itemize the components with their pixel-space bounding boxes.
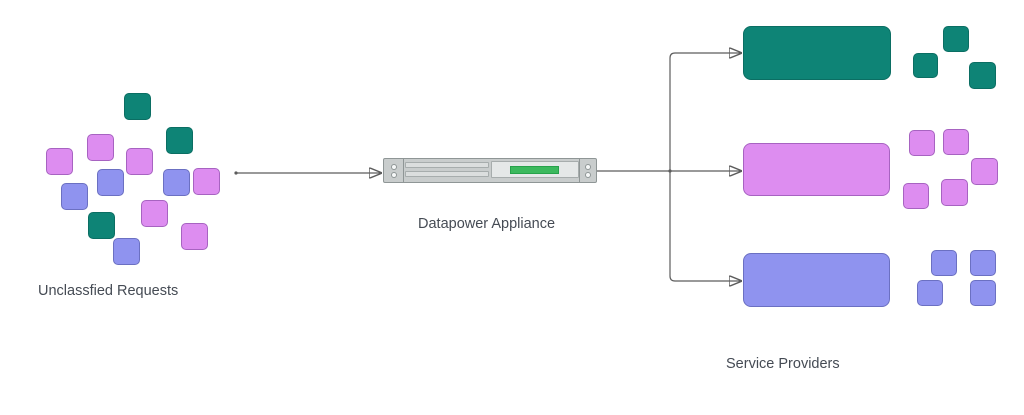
provider-square-teal bbox=[969, 62, 996, 89]
request-square-blue bbox=[61, 183, 88, 210]
edge-branch-to-teal-provider bbox=[669, 53, 741, 171]
request-square-violet bbox=[181, 223, 208, 250]
appliance-right-cap bbox=[579, 159, 596, 182]
provider-square-blue bbox=[931, 250, 957, 276]
appliance-drive-slot bbox=[405, 171, 489, 177]
appliance-front-panel bbox=[491, 161, 579, 178]
request-square-teal bbox=[124, 93, 151, 120]
appliance-left-cap bbox=[384, 159, 404, 182]
provider-square-violet bbox=[909, 130, 935, 156]
request-square-teal bbox=[88, 212, 115, 239]
appliance-screw-icon bbox=[585, 163, 591, 170]
appliance-label: Datapower Appliance bbox=[418, 216, 556, 232]
provider-block-blue bbox=[743, 253, 890, 307]
request-square-violet bbox=[87, 134, 114, 161]
provider-square-blue bbox=[970, 250, 996, 276]
provider-square-violet bbox=[941, 179, 968, 206]
appliance-screw-icon bbox=[390, 171, 397, 178]
appliance-screw-icon bbox=[585, 171, 591, 178]
request-square-violet bbox=[46, 148, 73, 175]
datapower-appliance bbox=[383, 158, 597, 183]
provider-square-blue bbox=[917, 280, 943, 306]
request-square-teal bbox=[166, 127, 193, 154]
provider-square-violet bbox=[943, 129, 969, 155]
provider-square-teal bbox=[943, 26, 969, 52]
provider-block-teal bbox=[743, 26, 891, 80]
provider-block-violet bbox=[743, 143, 890, 196]
provider-square-violet bbox=[971, 158, 998, 185]
request-square-blue bbox=[97, 169, 124, 196]
request-square-violet bbox=[193, 168, 220, 195]
edge-branch-to-blue-provider bbox=[669, 171, 741, 281]
request-square-blue bbox=[163, 169, 190, 196]
status-led bbox=[510, 166, 559, 174]
cluster-label: Unclassfied Requests bbox=[38, 283, 179, 299]
request-square-violet bbox=[141, 200, 168, 227]
provider-square-blue bbox=[970, 280, 996, 306]
provider-square-violet bbox=[903, 183, 929, 209]
request-square-violet bbox=[126, 148, 153, 175]
request-square-blue bbox=[113, 238, 140, 265]
appliance-drive-slot bbox=[405, 162, 489, 168]
provider-square-teal bbox=[913, 53, 938, 78]
edge-junction-dot bbox=[668, 169, 672, 173]
appliance-screw-icon bbox=[390, 163, 397, 170]
providers-label: Service Providers bbox=[726, 356, 840, 372]
